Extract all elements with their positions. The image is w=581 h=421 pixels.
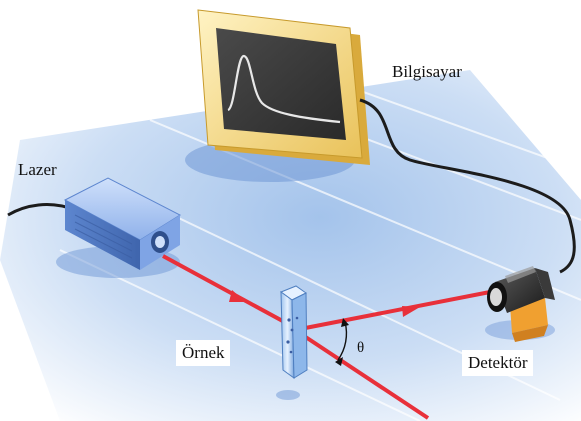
- angle-label: θ: [357, 340, 365, 356]
- angle-arrow-down: [335, 357, 343, 366]
- angle-arrow-up: [341, 318, 349, 327]
- monitor-screen: [216, 28, 346, 140]
- computer-monitor: [185, 9, 576, 274]
- sample-label: Örnek: [176, 340, 231, 366]
- sample-cuvette: [276, 285, 308, 400]
- computer-label: Bilgisayar: [392, 62, 462, 81]
- screen-signal-curve: [227, 54, 341, 124]
- scattered-beam: [294, 290, 491, 332]
- detector-label: Detektör: [462, 350, 534, 376]
- transmitted-beam: [293, 328, 430, 420]
- laser-device: [56, 177, 182, 278]
- table-surface: [0, 70, 581, 421]
- detector-device: [485, 266, 555, 342]
- incident-beam: [162, 254, 291, 327]
- computer-cable: [359, 98, 576, 274]
- laser-label: Lazer: [18, 160, 57, 179]
